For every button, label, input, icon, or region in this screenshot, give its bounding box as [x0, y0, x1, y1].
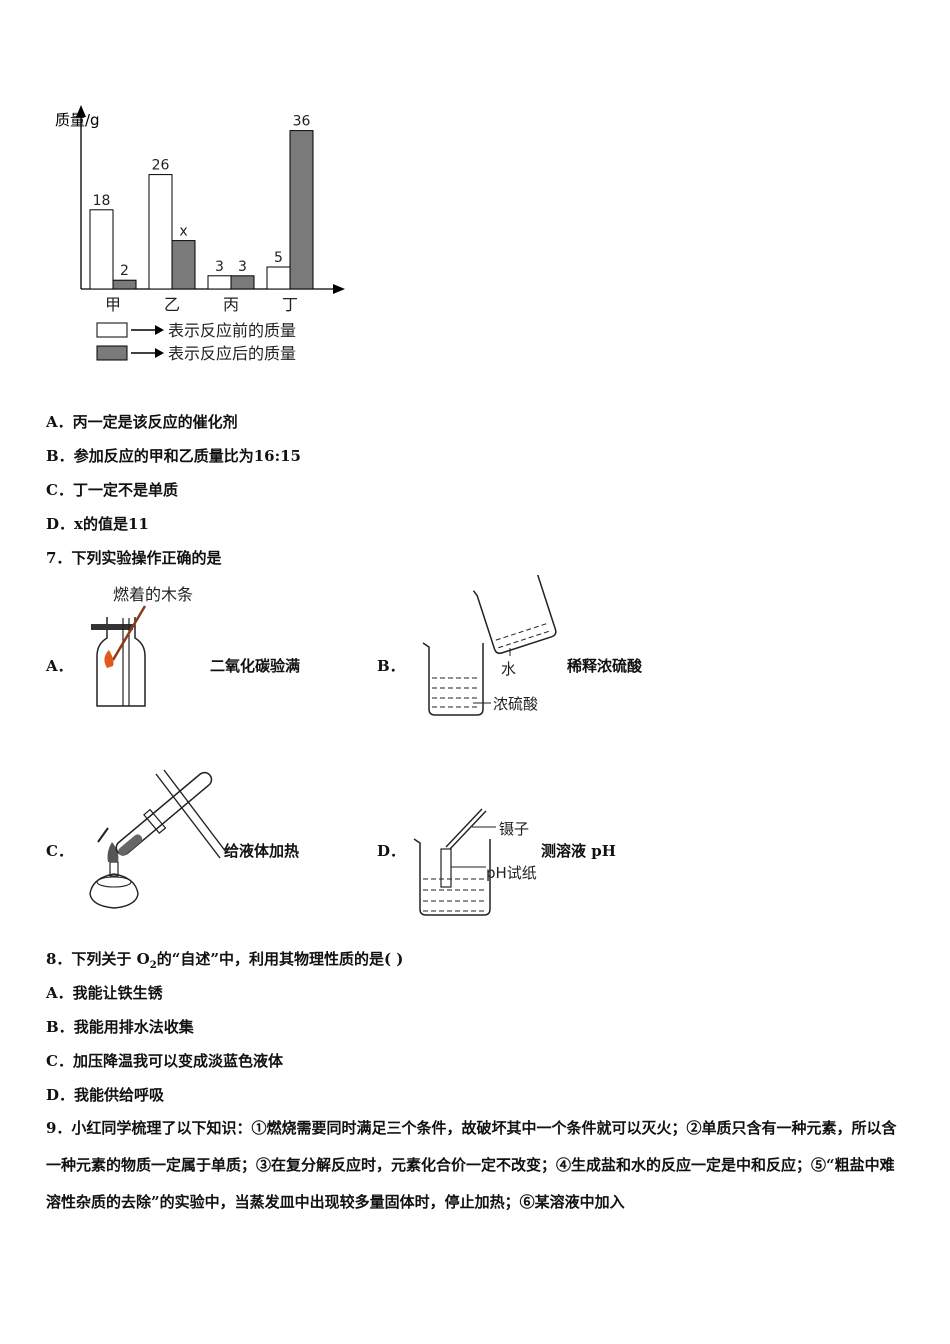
option-letter: A．: [46, 984, 73, 1002]
burning-stick-label: 燃着的木条: [113, 585, 193, 604]
bar-value-label: x: [179, 224, 187, 240]
legend-arrow-icon: [155, 325, 164, 335]
bar-before-2: [148, 174, 173, 290]
option-letter: C．: [46, 481, 73, 499]
option-text: 我能供给呼吸: [74, 1086, 165, 1104]
q8-option-d[interactable]: D．我能供给呼吸: [46, 1084, 164, 1105]
category-label: 乙: [164, 295, 180, 314]
y-axis-label: 质量/g: [55, 111, 100, 129]
option-letter: C．: [46, 1052, 73, 1070]
legend-swatch: [96, 322, 128, 338]
tweezers-label: 镊子: [499, 820, 529, 838]
bar-before-3: [207, 275, 232, 290]
q8-option-a[interactable]: A．我能让铁生锈: [46, 982, 163, 1003]
option-letter: A．: [46, 413, 73, 431]
option-letter: B．: [46, 1018, 74, 1036]
q8-stem-sub: 2: [149, 960, 157, 971]
bar-after-1: [112, 279, 137, 290]
bar-value-label: 2: [120, 263, 129, 279]
category-label: 丙: [223, 295, 239, 314]
option-text: 我能用排水法收集: [73, 1018, 194, 1036]
heating-liquid-figure: [89, 769, 227, 909]
category-label: 丁: [282, 295, 298, 314]
option-text: 丙一定是该反应的催化剂: [72, 413, 238, 431]
bar-after-4: [289, 130, 314, 290]
q6-option-a[interactable]: A．丙一定是该反应的催化剂: [46, 411, 238, 432]
q7-option-c-letter[interactable]: C．: [46, 842, 73, 860]
q8-stem-post: 的“自述”中，利用其物理性质的是( ): [156, 950, 404, 968]
option-letter: B．: [46, 447, 74, 465]
q6-option-c[interactable]: C．丁一定不是单质: [46, 479, 178, 500]
q7-option-a-letter[interactable]: A．: [46, 657, 73, 675]
bar-value-label: 36: [293, 114, 311, 130]
bar-value-label: 5: [274, 250, 283, 266]
bar-after-2: [171, 240, 196, 290]
bar-value-label: 3: [215, 259, 224, 275]
option-text: 参加反应的甲和乙质量比为16:15: [73, 447, 301, 465]
bar-value-label: 3: [238, 259, 247, 275]
option-text: 我能让铁生锈: [72, 984, 163, 1002]
q7-option-d-caption: 测溶液 pH: [541, 842, 616, 860]
ph-paper-label: pH试纸: [486, 864, 537, 882]
q8-stem: 8．下列关于 O2的“自述”中，利用其物理性质的是( ): [46, 948, 403, 971]
co2-collection-figure: 燃着的木条: [91, 585, 193, 707]
option-letter: D．: [46, 515, 75, 533]
q8-stem-pre: 8．下列关于 O: [46, 950, 150, 968]
option-text: 加压降温我可以变成淡蓝色液体: [72, 1052, 283, 1070]
option-text: x的值是11: [74, 515, 149, 533]
q8-option-c[interactable]: C．加压降温我可以变成淡蓝色液体: [46, 1050, 283, 1071]
q6-option-d[interactable]: D．x的值是11: [46, 513, 149, 534]
dilution-figure: 水 浓硫酸: [422, 575, 557, 716]
q7-option-a-caption: 二氧化碳验满: [210, 657, 301, 675]
q7-option-c-caption: 给液体加热: [224, 842, 300, 860]
legend-label: 表示反应前的质量: [168, 321, 296, 340]
legend-label: 表示反应后的质量: [168, 344, 296, 363]
q7-option-b-letter[interactable]: B．: [377, 657, 405, 675]
q8-option-b[interactable]: B．我能用排水法收集: [46, 1016, 194, 1037]
bar-before-4: [266, 266, 291, 290]
water-label: 水: [501, 660, 516, 678]
option-letter: D．: [46, 1086, 75, 1104]
bar-before-1: [89, 209, 114, 290]
legend-arrow-icon: [155, 348, 164, 358]
bar-value-label: 18: [93, 193, 111, 209]
q7-stem: 7．下列实验操作正确的是: [46, 549, 222, 567]
category-label: 甲: [105, 295, 121, 314]
q7-option-d-letter[interactable]: D．: [377, 842, 406, 860]
ph-test-figure: 镊子 pH试纸: [413, 808, 537, 916]
conc-acid-label: 浓硫酸: [493, 695, 538, 713]
bar-after-3: [230, 275, 255, 290]
q9-text: 9．小红同学梳理了以下知识：①燃烧需要同时满足三个条件，故破坏其中一个条件就可以…: [46, 1119, 897, 1211]
q6-option-b[interactable]: B．参加反应的甲和乙质量比为16:15: [46, 445, 301, 466]
q7-option-b-caption: 稀释浓硫酸: [567, 657, 643, 675]
bar-value-label: 26: [152, 158, 170, 174]
legend-swatch: [96, 345, 128, 361]
option-text: 丁一定不是单质: [72, 481, 178, 499]
